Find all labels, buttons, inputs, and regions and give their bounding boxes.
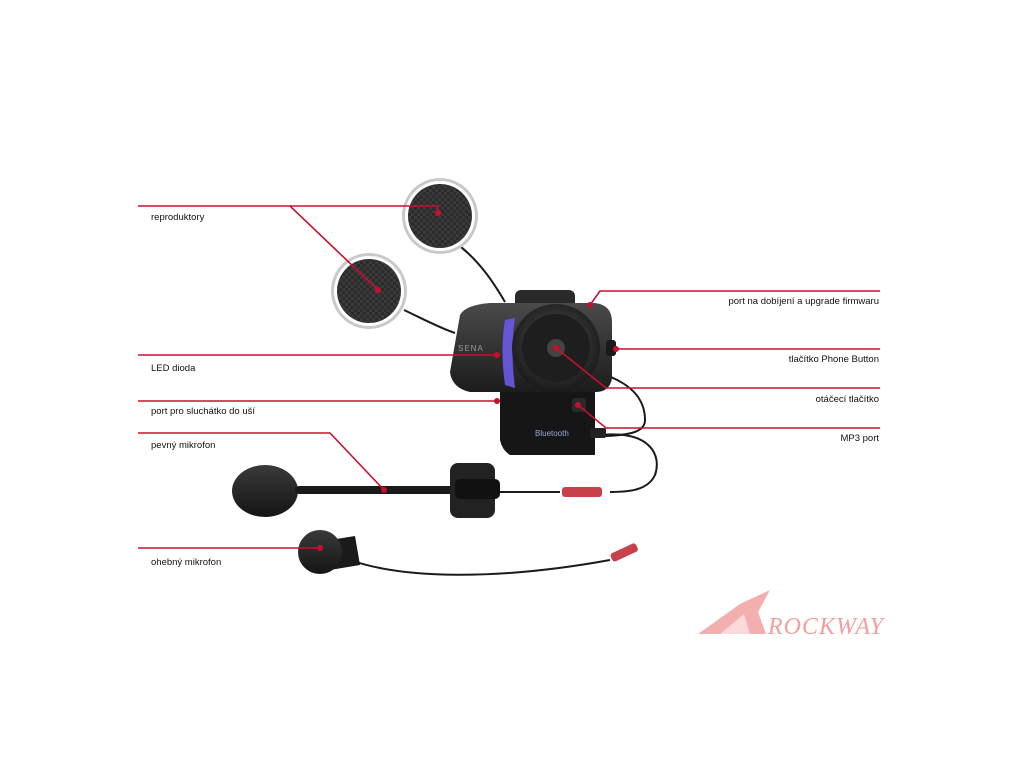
label-pevny-mikrofon: pevný mikrofon xyxy=(151,440,216,451)
flexible-microphone xyxy=(298,530,638,574)
speaker-2-cable xyxy=(403,309,456,334)
rockway-logo-text: ROCKWAY xyxy=(768,614,885,640)
label-led: LED dioda xyxy=(151,363,196,374)
flex-mic-cable xyxy=(344,557,611,576)
device-bluetooth-text: Bluetooth xyxy=(535,429,569,438)
rockway-logo-mark xyxy=(698,590,770,634)
label-port-sluchatko: port pro sluchátko do uší xyxy=(151,406,256,417)
leader-port-dobijeni xyxy=(589,290,880,306)
boom-microphone xyxy=(232,463,602,518)
leader-dots xyxy=(317,210,619,551)
leader-pevny-mikrofon xyxy=(138,432,385,491)
device-logo: SENA xyxy=(458,344,484,353)
speaker-2 xyxy=(331,253,407,329)
label-phone-button: tlačítko Phone Button xyxy=(788,354,879,365)
leader-mp3 xyxy=(577,404,880,429)
label-mp3: MP3 port xyxy=(840,433,879,444)
speaker-1-cable xyxy=(451,239,506,303)
speaker-1 xyxy=(402,178,478,254)
mp3-cable xyxy=(599,433,658,493)
cables xyxy=(344,239,658,576)
label-ohebny-mikrofon: ohebný mikrofon xyxy=(151,557,222,568)
leader-otaceci xyxy=(555,347,880,389)
label-port-dobijeni: port na dobíjení a upgrade firmwaru xyxy=(728,296,879,307)
label-reproduktory: reproduktory xyxy=(151,212,205,223)
label-otaceci: otáčecí tlačítko xyxy=(815,394,879,405)
main-unit xyxy=(450,290,616,455)
